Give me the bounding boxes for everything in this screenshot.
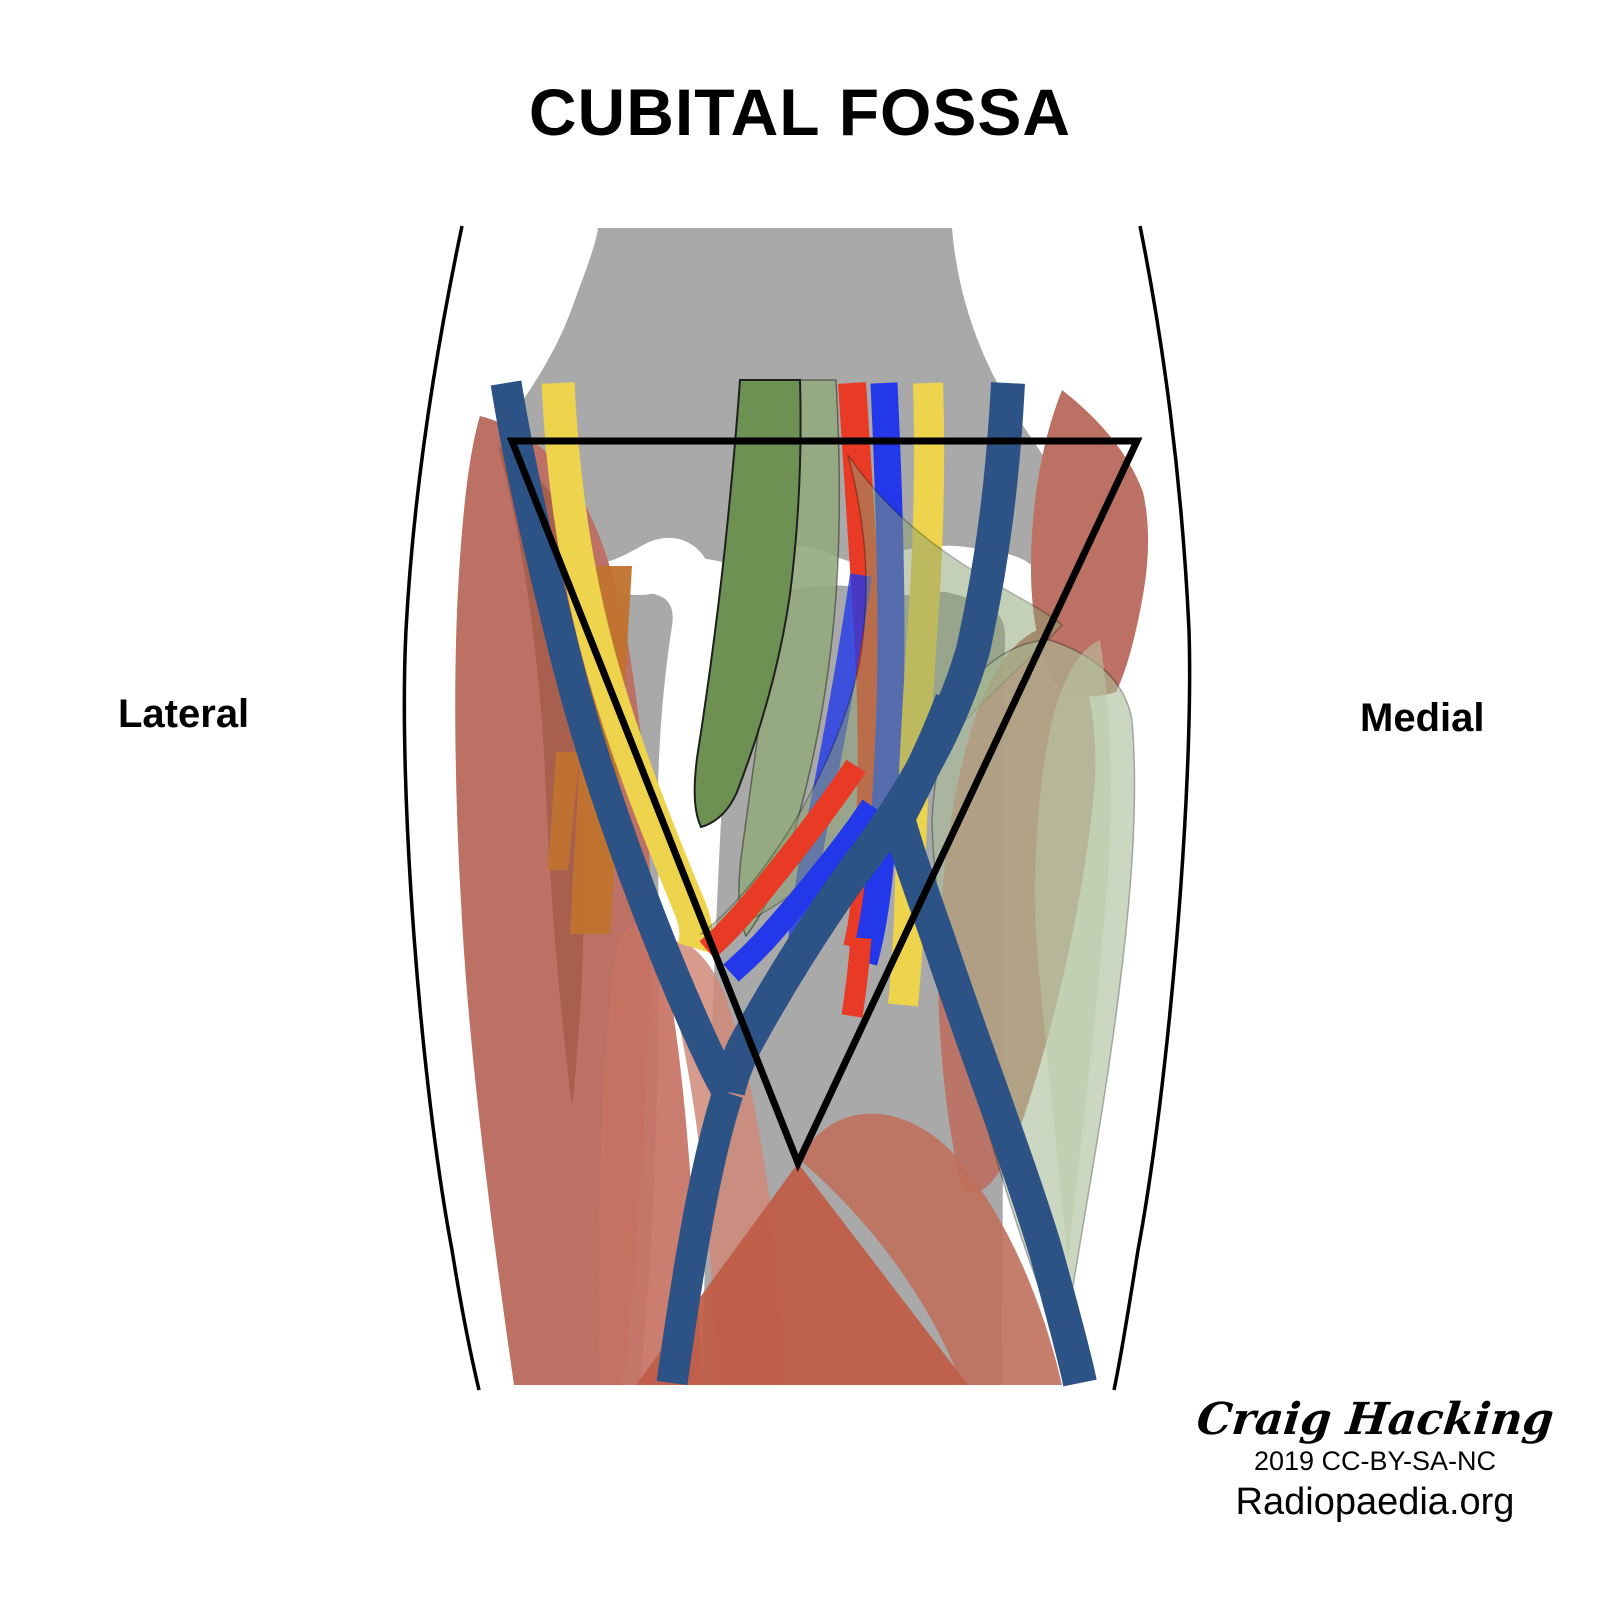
basilic-vein-lower [879, 693, 1097, 1387]
radial-artery [699, 759, 866, 959]
page-title: CUBITAL FOSSA [528, 75, 1072, 149]
lateral-side-label: Lateral [118, 692, 250, 736]
cubital-fossa-triangle [506, 437, 1143, 1172]
biceps-tendon [693, 379, 802, 829]
source-website: Radiopaedia.org [1235, 1481, 1515, 1524]
forearm-muscle-right [800, 1113, 1062, 1385]
ulnar-artery [841, 937, 872, 1018]
medial-side-label: Medial [1360, 696, 1485, 740]
forearm-muscle-triangle [636, 1163, 968, 1385]
cephalic-vein-forearm [656, 1088, 743, 1386]
arm-contour-left [402, 225, 481, 1391]
radial-vein [723, 799, 882, 982]
license-text: 2019 CC-BY-SA-NC [1253, 1446, 1497, 1477]
recurrent-artery-branch [548, 752, 580, 870]
cephalic-vein [490, 380, 742, 1101]
arm-contour-right [1112, 225, 1192, 1391]
flexor-muscle-overlay-2 [1035, 640, 1112, 1260]
radial-nerve [541, 382, 713, 953]
author-signature: Craig Hacking [1194, 1394, 1556, 1445]
attribution-block: Craig Hacking 2019 CC-BY-SA-NC Radiopaed… [1190, 1394, 1560, 1524]
